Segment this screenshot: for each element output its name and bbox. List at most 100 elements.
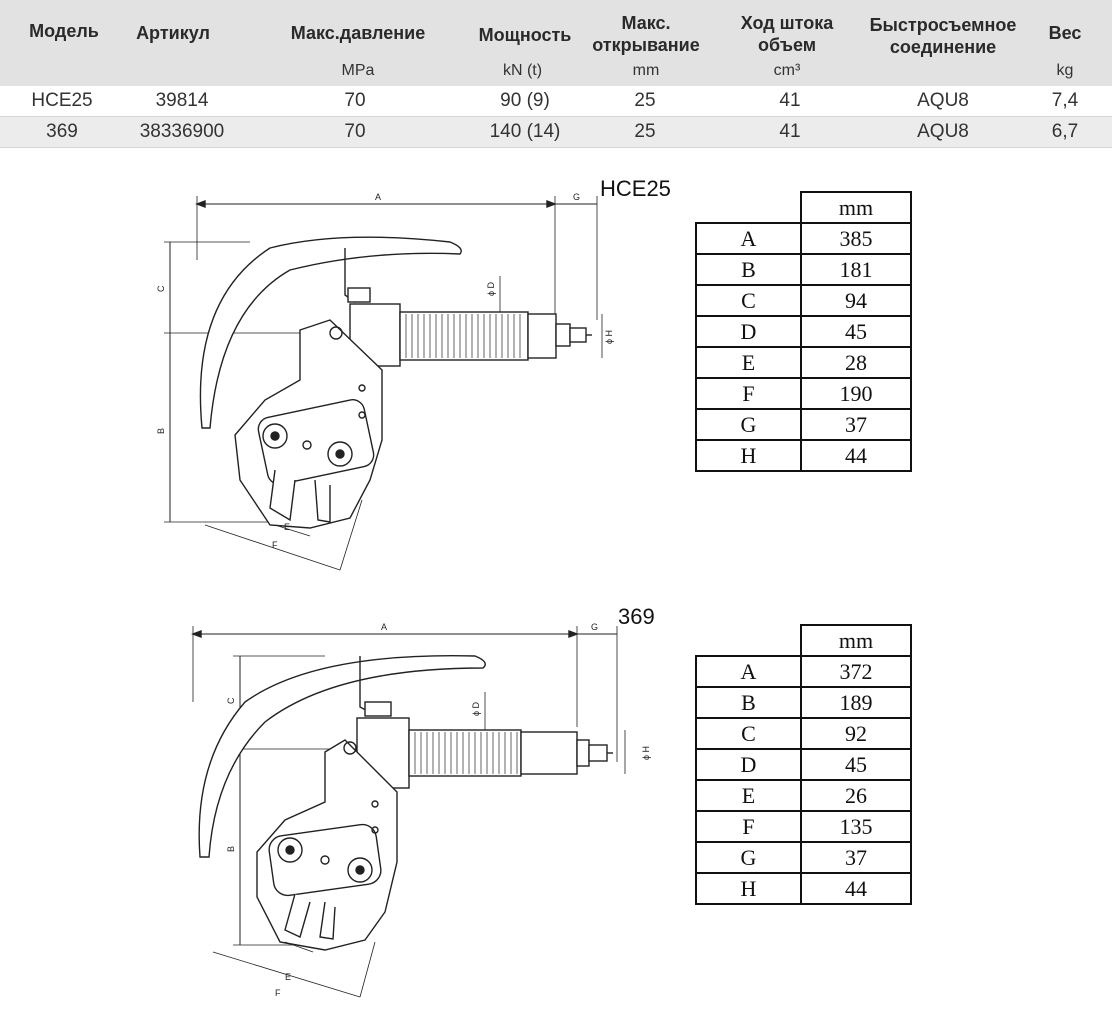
dim-value: 28 — [800, 346, 912, 379]
drawing-title-hce25: HCE25 — [600, 176, 671, 201]
dim-key: C — [695, 717, 802, 750]
drawing-title-369: 369 — [618, 604, 655, 629]
technical-drawing-hce25: A G C B ϕ D ϕ H E F — [156, 192, 614, 571]
dim-label-a: A — [381, 622, 387, 632]
header-stroke-volume: Ход штока объем — [725, 12, 849, 56]
dim-value: 372 — [800, 655, 912, 688]
header-max-opening: Макс. открывание — [582, 12, 710, 56]
cell-power: 140 (14) — [489, 121, 561, 142]
blank-cell — [696, 192, 801, 223]
dim-label-h: ϕ H — [641, 746, 651, 760]
cell-opening: 25 — [634, 90, 656, 111]
dim-label-d: ϕ D — [471, 701, 481, 716]
header-max-pressure: Макс.давление — [283, 22, 433, 44]
table-row: HCE25 39814 70 90 (9) 25 41 AQU8 7,4 — [0, 86, 1112, 117]
unit-mm: mm — [632, 62, 660, 79]
dim-key: A — [695, 655, 802, 688]
unit-mpa: MPa — [341, 62, 375, 79]
dim-label-f: F — [275, 988, 281, 998]
dim-value: 45 — [800, 315, 912, 348]
unit-kn: kN (t) — [502, 62, 543, 79]
technical-drawing-369: A G C B ϕ D ϕ H E F — [191, 622, 651, 998]
header-power: Мощность — [470, 24, 580, 46]
cell-power: 90 (9) — [500, 90, 550, 111]
header-quick-coupler-line2: соединение — [889, 37, 997, 57]
dim-label-a: A — [375, 192, 381, 202]
header-model-label: Модель — [29, 21, 99, 41]
header-stroke-volume-line1: Ход штока — [740, 13, 834, 33]
unit-cm3: cm³ — [773, 62, 801, 79]
header-power-label: Мощность — [478, 25, 572, 45]
dim-key: F — [695, 377, 802, 410]
header-stroke-volume-line2: объем — [757, 35, 817, 55]
cell-stroke: 41 — [779, 90, 801, 111]
header-model: Модель — [0, 20, 128, 42]
cell-stroke: 41 — [779, 121, 801, 142]
dim-key: H — [695, 872, 802, 905]
dim-key: D — [695, 748, 802, 781]
cell-article: 39814 — [155, 90, 209, 111]
dim-key: F — [695, 810, 802, 843]
cell-model: 369 — [46, 121, 78, 142]
dim-key: G — [695, 408, 802, 441]
header-max-pressure-label: Макс.давление — [290, 23, 426, 43]
dim-value: 94 — [800, 284, 912, 317]
dim-label-f: F — [272, 540, 278, 550]
dim-value: 37 — [800, 841, 912, 874]
dim-value: 190 — [800, 377, 912, 410]
dim-key: D — [695, 315, 802, 348]
dim-value: 45 — [800, 748, 912, 781]
dim-label-b: B — [156, 428, 166, 434]
table-row: mm — [696, 191, 912, 224]
cell-opening: 25 — [634, 121, 656, 142]
dim-value: 37 — [800, 408, 912, 441]
table-row: 369 38336900 70 140 (14) 25 41 AQU8 6,7 — [0, 117, 1112, 148]
dim-label-e: E — [285, 972, 291, 982]
cell-coupler: AQU8 — [917, 121, 969, 142]
unit-kg: kg — [1056, 62, 1074, 79]
header-max-opening-line2: открывание — [592, 35, 700, 55]
dim-value: 26 — [800, 779, 912, 812]
dim-label-g: G — [573, 192, 580, 202]
dim-label-g: G — [591, 622, 598, 632]
spec-table-header: Модель Артикул Макс.давление MPa Мощност… — [0, 0, 1112, 86]
cell-coupler: AQU8 — [917, 90, 969, 111]
header-quick-coupler-line1: Быстросъемное — [869, 15, 1017, 35]
dim-key: G — [695, 841, 802, 874]
dim-label-b: B — [226, 846, 236, 852]
dim-label-c: C — [156, 285, 166, 292]
dim-value: 189 — [800, 686, 912, 719]
dim-value: 44 — [800, 439, 912, 472]
dim-label-c: C — [226, 697, 236, 704]
dim-key: E — [695, 346, 802, 379]
dim-label-e: E — [284, 522, 290, 532]
cell-pressure: 70 — [344, 90, 366, 111]
cell-weight: 6,7 — [1051, 121, 1079, 142]
header-article-label: Артикул — [136, 23, 210, 43]
dim-key: A — [695, 222, 802, 255]
cell-model: HCE25 — [31, 90, 93, 111]
blank-cell — [696, 625, 801, 656]
cell-weight: 7,4 — [1051, 90, 1079, 111]
header-article: Артикул — [120, 22, 226, 44]
header-max-opening-line1: Макс. — [621, 13, 671, 33]
dim-key: B — [695, 253, 802, 286]
dim-key: C — [695, 284, 802, 317]
dim-value: 181 — [800, 253, 912, 286]
header-weight: Вес — [1030, 22, 1100, 44]
